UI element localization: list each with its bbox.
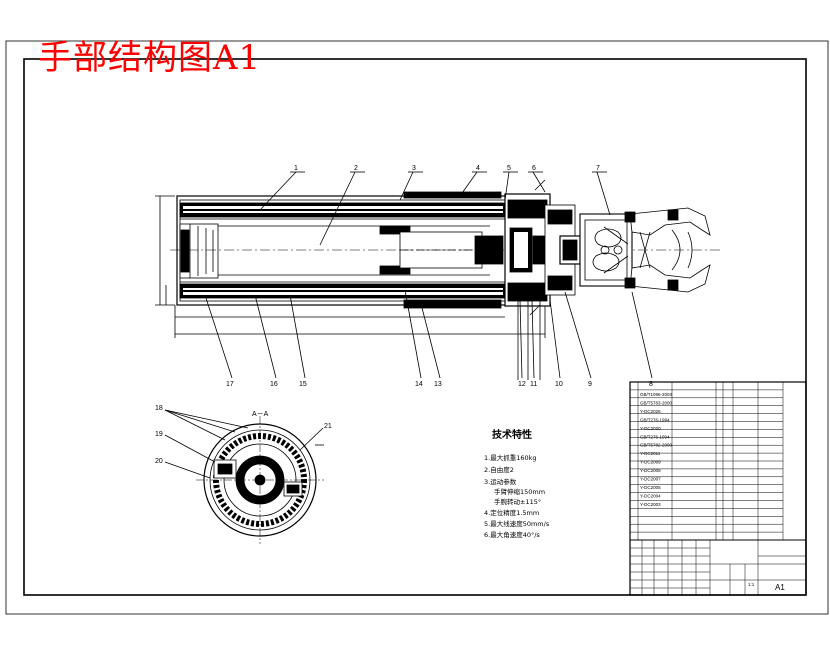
part-number-16: 16 xyxy=(270,381,278,388)
tech-item: 4.定位精度1.5mm xyxy=(484,508,539,517)
tech-item: 1.最大抓重160kg xyxy=(484,453,537,462)
bom-code: Y-DC2026 xyxy=(640,409,661,414)
bom-code: Y-DC2009 xyxy=(640,460,661,465)
tech-heading: 技术特性 xyxy=(492,428,532,441)
part-number-15: 15 xyxy=(299,381,307,388)
tech-item: 2.自由度2 xyxy=(484,465,514,474)
part-number-9: 9 xyxy=(588,381,592,388)
bom-code: GB/T276-1994 xyxy=(640,434,670,439)
part-number-7: 7 xyxy=(596,165,600,172)
technical-specs: 技术特性 1.最大抓重160kg 2.自由度2 3.运动参数 手臂伸缩150mm… xyxy=(484,428,550,539)
tech-item: 3.运动参数 xyxy=(484,477,517,486)
part-number-13: 13 xyxy=(434,381,442,388)
part-number-6: 6 xyxy=(532,165,536,172)
main-assembly-view xyxy=(155,171,720,380)
part-number-17: 17 xyxy=(226,381,234,388)
bill-of-materials xyxy=(629,381,807,596)
part-number-14: 14 xyxy=(415,381,423,388)
part-number-11: 11 xyxy=(530,381,537,388)
part-number-4: 4 xyxy=(476,165,480,172)
sheet-size: A1 xyxy=(775,583,785,592)
drawing-title: 手部结构图A1 xyxy=(38,38,262,78)
bom-code: Y-DC2008 xyxy=(640,468,661,473)
bom-code: Y-DC2007 xyxy=(640,477,661,482)
part-number-19: 19 xyxy=(155,431,163,438)
part-number-20: 20 xyxy=(155,458,163,465)
bom-code: Y-DC2005 xyxy=(640,485,661,490)
bom-code: Y-DC2004 xyxy=(640,493,661,498)
part-number-3: 3 xyxy=(412,165,416,172)
inner-frame xyxy=(23,58,807,596)
bom-code: Y-DC2011 xyxy=(640,451,661,456)
part-number-21: 21 xyxy=(324,423,332,430)
bom-code: GB/T276-1994 xyxy=(640,417,670,422)
title-wrapper: 手部结构图A1 xyxy=(38,38,262,78)
bom-code: Y-DC2020 xyxy=(640,426,661,431)
part-number-12: 12 xyxy=(518,381,526,388)
bom-codes: GB/T1096-2003GB/T5783-2000Y-DC2026GB/T27… xyxy=(640,392,673,507)
outer-frame xyxy=(5,40,829,615)
bom-code: GB/T5782-2000 xyxy=(640,443,673,448)
tech-item: 手腕转动±115° xyxy=(494,497,541,506)
part-number-10: 10 xyxy=(555,381,563,388)
tech-item: 6.最大角速度40°/s xyxy=(484,530,540,539)
section-view-a-a xyxy=(164,409,324,544)
section-label: A－A xyxy=(252,411,269,418)
tech-item: 5.最大线速度50mm/s xyxy=(484,519,550,528)
part-numbers: 1 2 3 4 5 6 7 17 16 15 14 13 12 11 10 9 … xyxy=(226,165,653,388)
part-number-8: 8 xyxy=(649,381,653,388)
bom-code: GB/T5783-2000 xyxy=(640,400,673,405)
bom-code: Y-DC2003 xyxy=(640,502,661,507)
bom-code: GB/T1096-2003 xyxy=(640,392,673,397)
drawing-scale: 1:1 xyxy=(748,582,755,587)
part-number-2: 2 xyxy=(354,165,358,172)
part-number-1: 1 xyxy=(294,165,298,172)
tech-item: 手臂伸缩150mm xyxy=(494,487,545,496)
part-number-5: 5 xyxy=(507,165,511,172)
part-number-18: 18 xyxy=(155,405,163,412)
